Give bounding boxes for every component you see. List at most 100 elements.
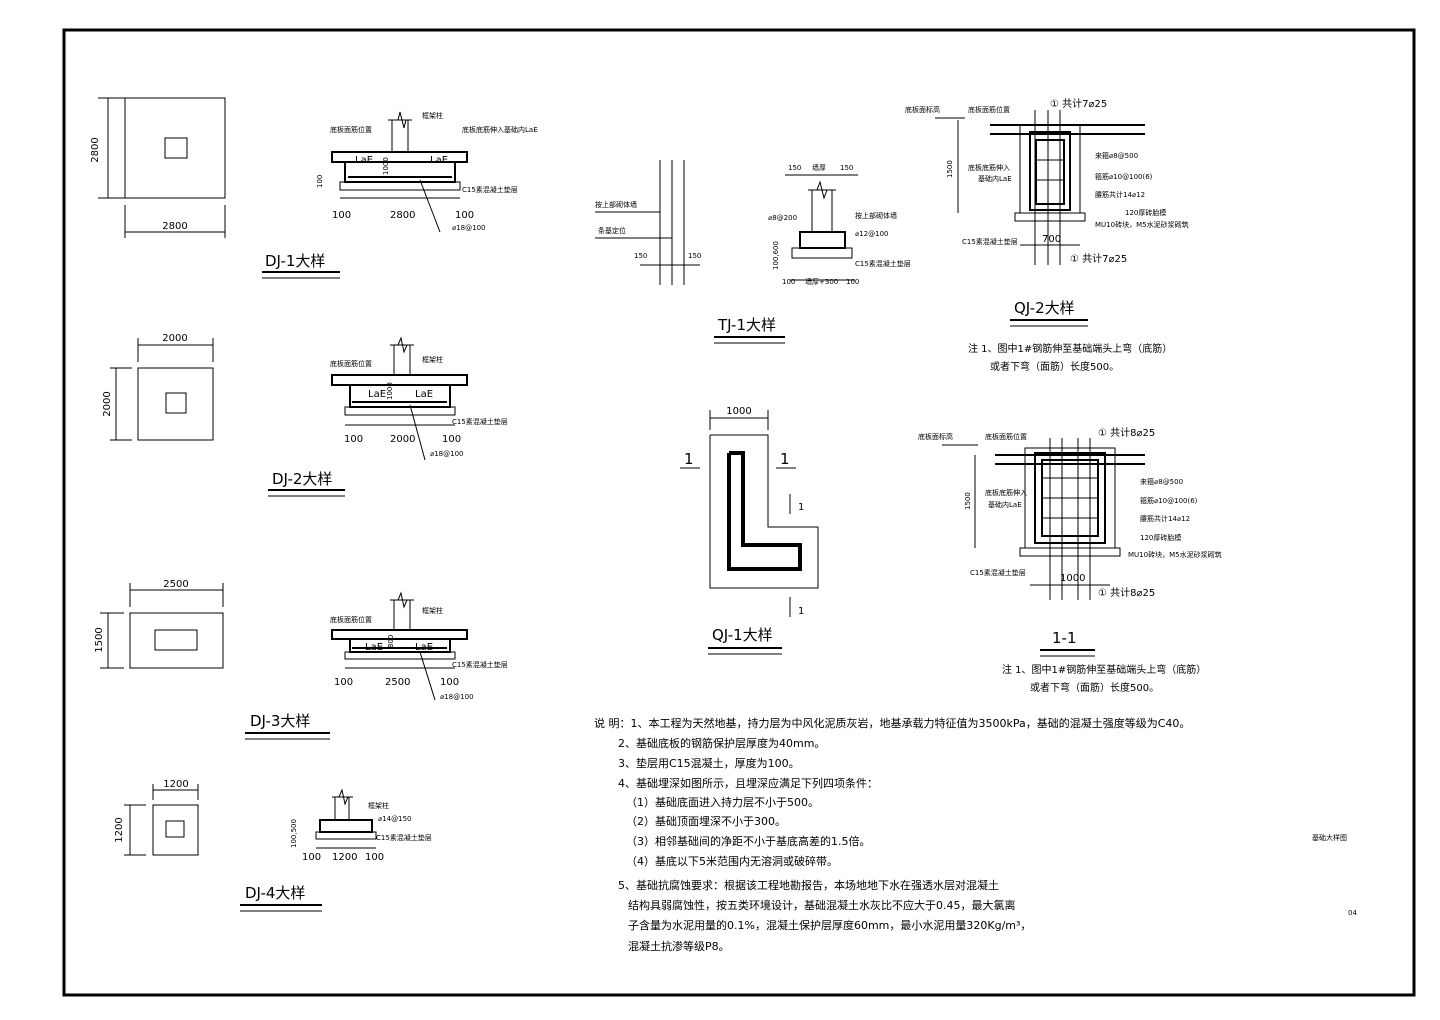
qj1-sec-top: 1 bbox=[798, 502, 804, 513]
sec11-lbl-r1: 来箍⌀8@500 bbox=[1140, 477, 1183, 486]
sec11-lbl-r5: MU10砖块，M5水泥砂浆砌筑 bbox=[1128, 550, 1222, 559]
dj1-dim-cushion: 100 bbox=[316, 175, 324, 188]
dj1-dim-right: 100 bbox=[455, 210, 474, 221]
note-1: 说 明：1、本工程为天然地基，持力层为中风化泥质灰岩，地基承载力特征值为3500… bbox=[594, 716, 1190, 730]
note-5: 5、基础抗腐蚀要求：根据该工程地勘报告，本场地地下水在强透水层对混凝土 bbox=[618, 878, 999, 892]
qj2-note1: 注 1、图中1#钢筋伸至基础端头上弯（底筋） bbox=[968, 342, 1172, 355]
dj4-plan-height: 1200 bbox=[114, 817, 125, 842]
dj2-lbl-rebar: ⌀18@100 bbox=[430, 450, 463, 458]
tj1-lbl-c15: C15素混凝土垫层 bbox=[855, 259, 911, 268]
dj4-section: 框架柱 ⌀14@150 C15素混凝土垫层 100,500 100 1200 1… bbox=[290, 788, 432, 863]
dj4-title: DJ-4大样 bbox=[245, 884, 305, 902]
qj1-dim-top: 1000 bbox=[726, 406, 751, 417]
sec11-note1: 注 1、图中1#钢筋伸至基础端头上弯（底筋） bbox=[1002, 663, 1206, 676]
qj2-lbl-anchor: 底板底筋伸入 bbox=[968, 163, 1010, 172]
sec11-lbl-r2: 箍筋⌀10@100(6) bbox=[1140, 496, 1198, 505]
qj2-dim-h: 1500 bbox=[946, 160, 954, 178]
note-4d: （4）基底以下5米范围内无溶洞或破碎带。 bbox=[626, 854, 838, 868]
dj1-lbl-lae-left: LaE bbox=[355, 155, 373, 166]
dj1-dim-left: 100 bbox=[332, 210, 351, 221]
tj1-dim-a: 150 bbox=[634, 252, 647, 260]
dj3-detail: 2500 1500 底板面筋位置 框架柱 LaE LaE 800 C15素混凝土… bbox=[94, 579, 508, 740]
dj4-plan: 1200 1200 bbox=[114, 779, 199, 856]
note-2: 2、基础底板的钢筋保护层厚度为40mm。 bbox=[618, 736, 825, 750]
tj1-dim-bot: 100 bbox=[782, 278, 795, 286]
dj3-lbl-slab-top: 底板面筋位置 bbox=[330, 615, 372, 624]
dj4-lbl-column: 框架柱 bbox=[368, 801, 389, 810]
sec11-lbl-r3: 腰筋共计14⌀12 bbox=[1140, 514, 1190, 523]
drawing-number: 04 bbox=[1348, 909, 1357, 917]
sec11-lbl-c15: C15素混凝土垫层 bbox=[970, 568, 1026, 577]
dj2-plan-height: 2000 bbox=[102, 391, 113, 416]
dj3-section: 底板面筋位置 框架柱 LaE LaE 800 C15素混凝土垫层 100 250… bbox=[330, 591, 508, 701]
qj2-lbl-r1: 来箍⌀8@500 bbox=[1095, 151, 1138, 160]
tj1-lbl-rebar-b: ⌀12@100 bbox=[855, 230, 888, 238]
tj1-dim-top-left: 150 bbox=[788, 164, 801, 172]
dj2-dim-depth: 1000 bbox=[386, 382, 394, 400]
dj3-plan-height: 1500 bbox=[94, 627, 105, 652]
dj3-lbl-c15: C15素混凝土垫层 bbox=[452, 660, 508, 669]
qj2-lbl-anchor2: 基础内LaE bbox=[978, 174, 1012, 183]
sec11-lbl-anchor2: 基础内LaE bbox=[988, 500, 1022, 509]
qj2-lbl-r3: 腰筋共计14⌀12 bbox=[1095, 190, 1145, 199]
note-4b: （2）基础顶面埋深不小于300。 bbox=[626, 815, 786, 828]
dj3-title: DJ-3大样 bbox=[250, 712, 310, 730]
dj2-dim-left: 100 bbox=[344, 434, 363, 445]
dj3-dim-left: 100 bbox=[334, 677, 353, 688]
dj2-lbl-lae-left: LaE bbox=[368, 389, 386, 400]
sec11-lbl-anchor: 底板底筋伸入 bbox=[985, 488, 1027, 497]
sec11-lbl-r4: 120厚砖胎模 bbox=[1140, 533, 1181, 542]
dj1-dim-depth: 1000 bbox=[382, 157, 390, 175]
dj4-dim-depth: 100,500 bbox=[290, 819, 298, 848]
dj1-dim-base: 2800 bbox=[390, 210, 415, 221]
qj2-lbl-slab-top: 底板面筋位置 bbox=[968, 105, 1010, 114]
dj2-plan: 2000 2000 bbox=[102, 333, 214, 441]
dj3-plan-width: 2500 bbox=[163, 579, 188, 590]
note-4: 4、基础埋深如图所示，且埋深应满足下列四项条件： bbox=[618, 776, 878, 790]
sec11-note2: 或者下弯（面筋）长度500。 bbox=[1030, 681, 1159, 694]
dj1-lbl-anchor: 底板底筋伸入基础内LaE bbox=[462, 125, 538, 134]
dj4-dim-base: 1200 bbox=[332, 852, 357, 863]
dj3-dim-base: 2500 bbox=[385, 677, 410, 688]
sec11-detail: 底板面标高 底板面筋位置 ① 共计8⌀25 底板底筋伸入 基础内LaE 1500… bbox=[918, 426, 1222, 694]
qj2-lbl-r2: 箍筋⌀10@100(6) bbox=[1095, 172, 1153, 181]
dj1-plan: 2800 2800 bbox=[90, 97, 226, 238]
dj3-plan: 2500 1500 bbox=[94, 579, 224, 669]
dj2-lbl-slab-top: 底板面筋位置 bbox=[330, 359, 372, 368]
qj2-lbl-rebar-bot: ① 共计7⌀25 bbox=[1070, 252, 1127, 265]
dj2-detail: 2000 2000 底板面筋位置 框架柱 LaE LaE 1000 C15素混凝… bbox=[102, 333, 508, 497]
tj1-dim-h: 100,600 bbox=[772, 241, 780, 270]
sheet-border bbox=[62, 28, 1416, 997]
sec11-title: 1-1 bbox=[1052, 629, 1077, 647]
tj1-title: TJ-1大样 bbox=[717, 316, 776, 334]
note-5c: 子含量为水泥用量的0.1%，混凝土保护层厚度60mm，最小水泥用量320Kg/m… bbox=[628, 918, 1031, 932]
sec11-lbl-rebar-bot: ① 共计8⌀25 bbox=[1098, 586, 1155, 599]
dj1-lbl-lae-right: LaE bbox=[430, 155, 448, 166]
qj1-detail: 1000 1 1 1 1 QJ-1大样 bbox=[680, 406, 819, 655]
qj2-lbl-slab-elev: 底板面标高 bbox=[905, 105, 940, 114]
dj2-plan-width: 2000 bbox=[162, 333, 187, 344]
qj2-lbl-r5: MU10砖块，M5水泥砂浆砌筑 bbox=[1095, 220, 1189, 229]
dj4-detail: 1200 1200 框架柱 ⌀14@150 C15素混凝土垫层 100,500 … bbox=[114, 779, 432, 912]
dj2-lbl-c15: C15素混凝土垫层 bbox=[452, 417, 508, 426]
qj2-lbl-rebar-top: ① 共计7⌀25 bbox=[1050, 97, 1107, 110]
note-4a: （1）基础底面进入持力层不小于500。 bbox=[626, 795, 819, 809]
qj1-sec-right: 1 bbox=[780, 450, 790, 468]
tj1-lbl-wall-r: 按上部砌体墙 bbox=[855, 211, 897, 220]
note-4c: （3）相邻基础间的净距不小于基底高差的1.5倍。 bbox=[626, 834, 871, 848]
dj4-lbl-c15: C15素混凝土垫层 bbox=[376, 833, 432, 842]
drawing-name: 基础大样图 bbox=[1312, 833, 1347, 842]
dj3-lbl-column: 框架柱 bbox=[422, 606, 443, 615]
dj1-plan-width: 2800 bbox=[162, 221, 187, 232]
tj1-lbl-rebar-top: ⌀8@200 bbox=[768, 214, 797, 222]
tj1-detail: 按上部砌体墙 条基定位 150 150 150 墙厚 150 ⌀8@200 按上… bbox=[595, 160, 911, 344]
qj2-dim-w: 700 bbox=[1042, 234, 1061, 245]
dj1-title: DJ-1大样 bbox=[265, 252, 325, 270]
dj4-dim-left: 100 bbox=[302, 852, 321, 863]
dj3-dim-depth: 800 bbox=[387, 635, 395, 648]
dj3-lbl-lae-left: LaE bbox=[365, 642, 383, 653]
note-5d: 混凝土抗渗等级P8。 bbox=[628, 939, 730, 953]
qj1-title: QJ-1大样 bbox=[712, 626, 773, 644]
dj4-plan-width: 1200 bbox=[163, 779, 188, 790]
dj1-section: 底板面筋位置 框架柱 底板底筋伸入基础内LaE LaE LaE 1000 100… bbox=[316, 111, 538, 233]
